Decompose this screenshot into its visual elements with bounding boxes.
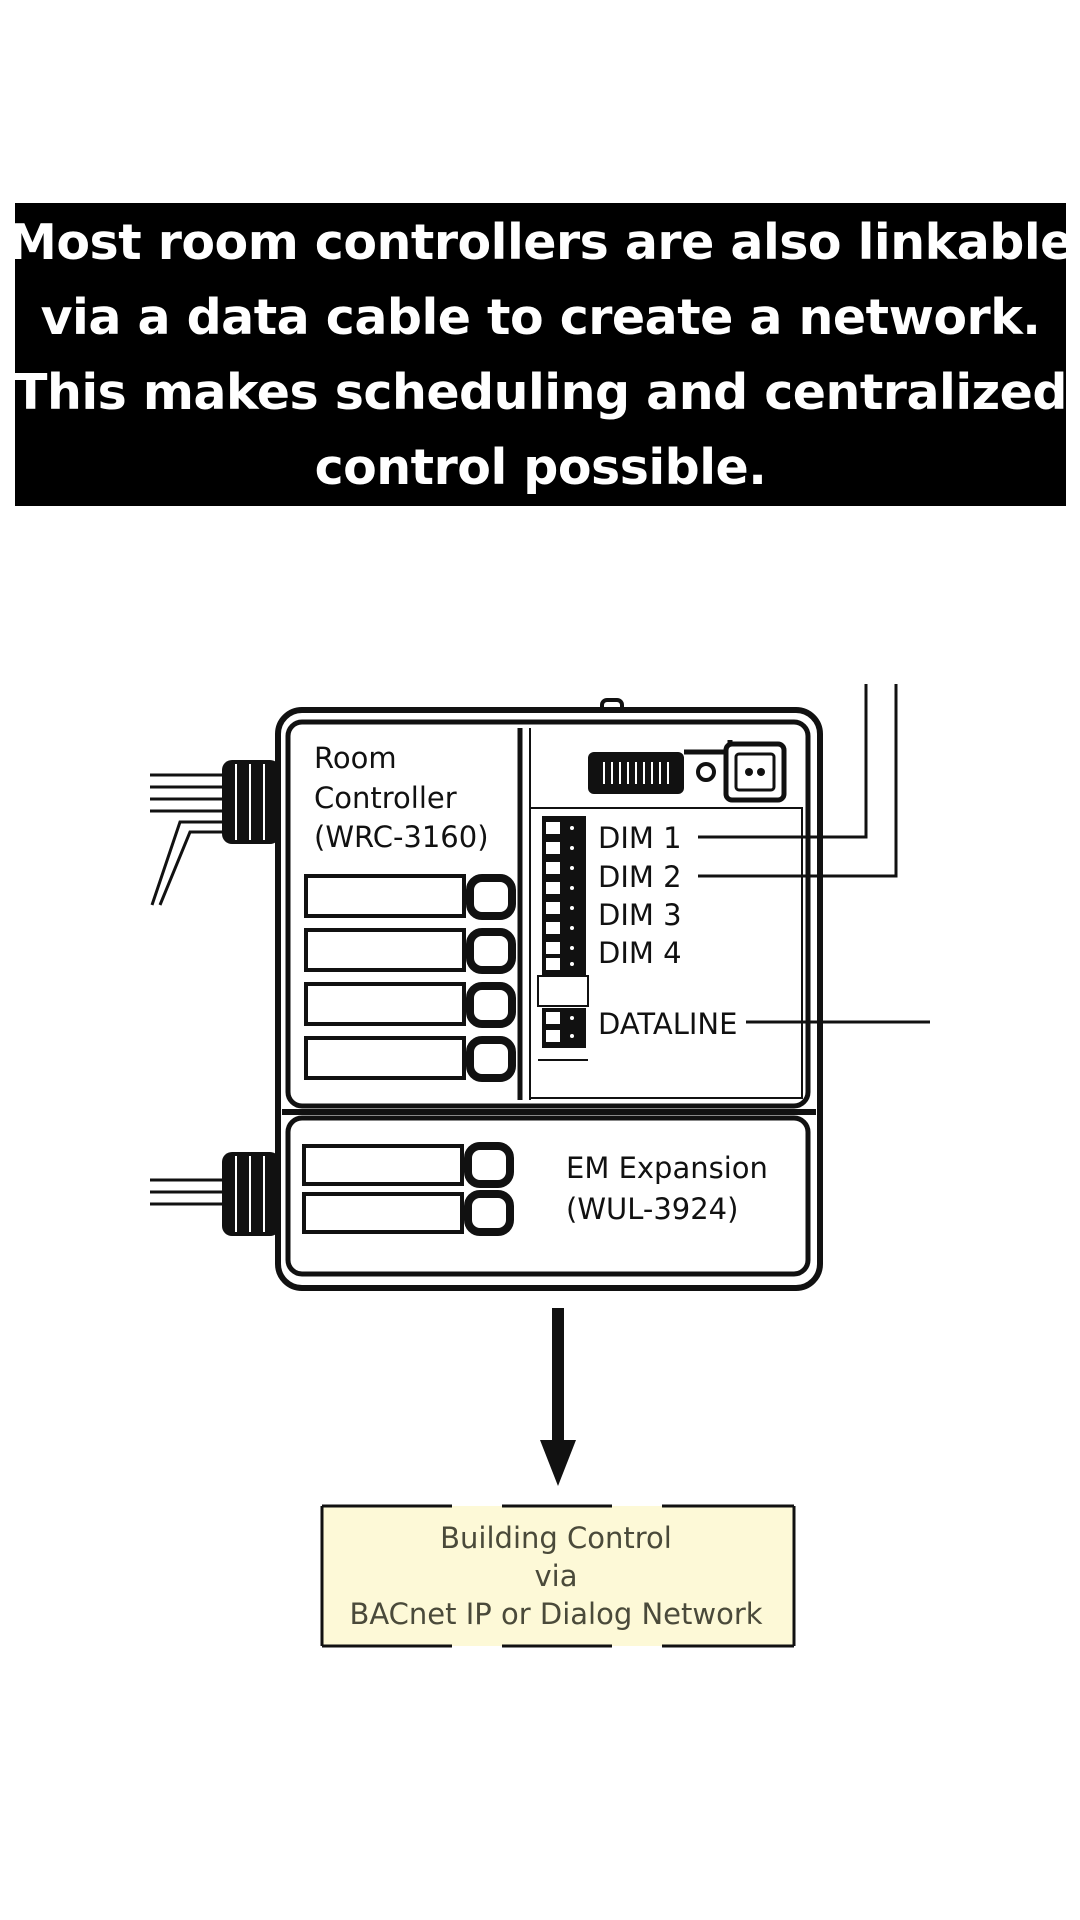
dataline-label: DATALINE [598, 1007, 737, 1041]
port-screw [696, 762, 716, 782]
expansion-label-1: EM Expansion [566, 1151, 768, 1185]
caption-line-1: Most room controllers are also linkable [8, 213, 1073, 271]
dim-2-label: DIM 2 [598, 860, 682, 894]
building-control-line-2: via [535, 1559, 578, 1593]
building-control-box [322, 1506, 794, 1646]
dim-4-label: DIM 4 [598, 936, 682, 970]
room-controller-label-1: Room [314, 741, 397, 775]
caption-line-3: This makes scheduling and centralized [14, 363, 1067, 421]
dim-terminal-block [542, 816, 586, 976]
building-control-border [320, 1504, 796, 1648]
room-controller-label-2: Controller [314, 781, 457, 815]
lower-connector-ridges [235, 1156, 265, 1232]
upper-cable-bundle [150, 773, 225, 906]
expansion-buttons [302, 1142, 514, 1236]
caption-banner: Most room controllers are also linkable … [8, 203, 1073, 506]
dataline-terminal-block [542, 1008, 586, 1048]
dim-wires [698, 684, 898, 878]
dim-3-label: DIM 3 [598, 898, 682, 932]
expansion-label-2: (WUL-3924) [566, 1192, 738, 1226]
upper-connector-ridges [235, 764, 265, 840]
room-controller-buttons [304, 874, 516, 1082]
building-control-line-1: Building Control [440, 1521, 672, 1555]
room-controller-label-3: (WRC-3160) [314, 820, 489, 854]
caption-line-2: via a data cable to create a network. [40, 288, 1041, 346]
terminal-area [529, 807, 803, 1099]
building-control-line-3: BACnet IP or Dialog Network [349, 1597, 762, 1631]
dim-1-label: DIM 1 [598, 821, 682, 855]
caption-line-4: control possible. [314, 438, 767, 496]
lower-cable-bundle [150, 1178, 225, 1206]
terminal-gap [537, 975, 589, 1007]
network-arrow-head [540, 1440, 576, 1486]
